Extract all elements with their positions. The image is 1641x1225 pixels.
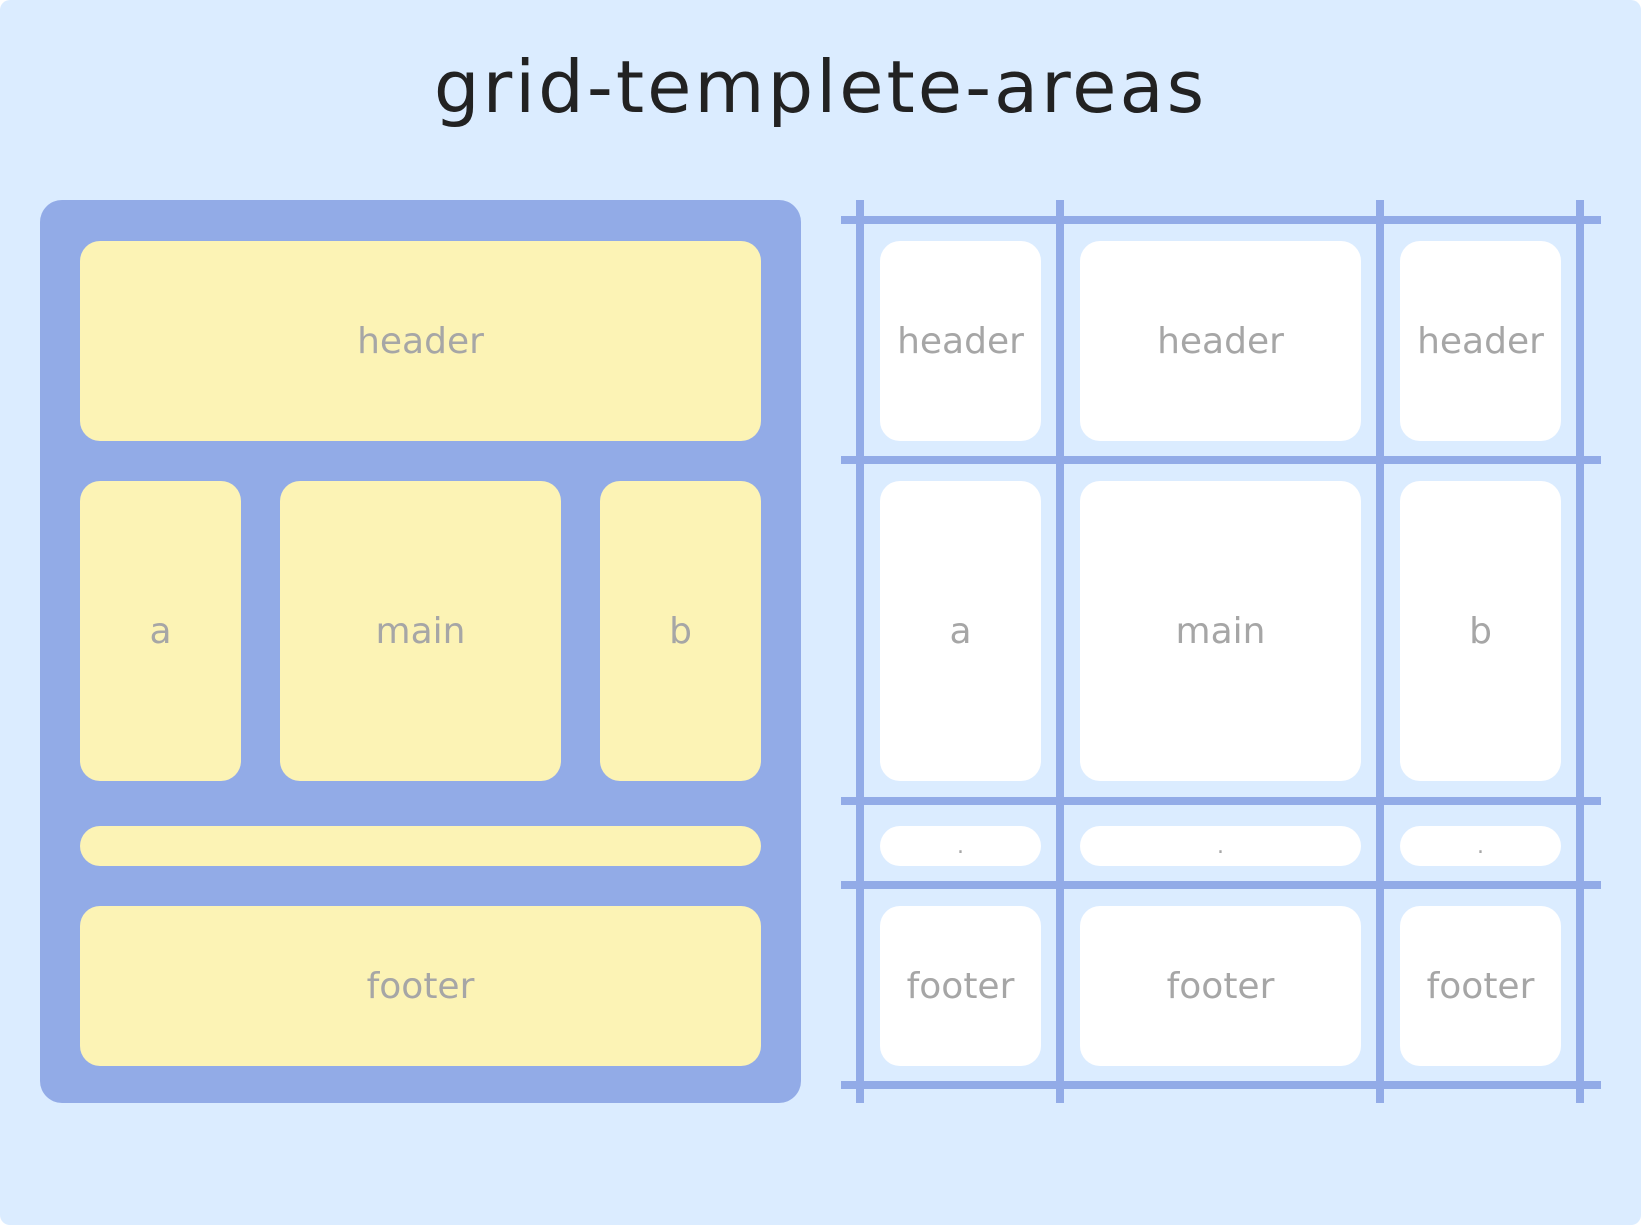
grid-row-line-1 [841,216,1601,224]
area-a: a [80,481,241,781]
area-empty-row [80,826,761,866]
grid-cell-empty: . [1080,826,1361,866]
area-footer: footer [80,906,761,1066]
diagram-title: grid-templete-areas [433,45,1208,129]
grid-cell-header: header [880,241,1041,441]
grid-cell-empty: . [1400,826,1561,866]
grid-col-line-4 [1576,200,1584,1103]
grid-cell-header: header [1400,241,1561,441]
grid-col-line-2 [1056,200,1064,1103]
grid-col-line-3 [1376,200,1384,1103]
grid-cell-main: main [1080,481,1361,781]
grid-row-line-5 [841,1081,1601,1089]
grid-cell-footer: footer [1400,906,1561,1066]
grid-cell-header: header [1080,241,1361,441]
grid-cell-footer: footer [880,906,1041,1066]
grid-row-line-2 [841,456,1601,464]
grid-row-line-3 [841,797,1601,805]
area-b: b [600,481,761,781]
grid-cell-a: a [880,481,1041,781]
grid-cell-footer: footer [1080,906,1361,1066]
area-header: header [80,241,761,441]
area-main: main [280,481,561,781]
grid-cell-b: b [1400,481,1561,781]
grid-col-line-1 [856,200,864,1103]
grid-row-line-4 [841,881,1601,889]
grid-cell-empty: . [880,826,1041,866]
